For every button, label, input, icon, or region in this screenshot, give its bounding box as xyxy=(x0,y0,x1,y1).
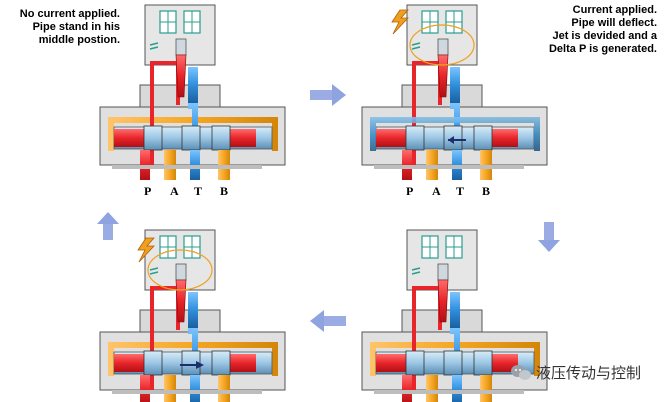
wechat-icon xyxy=(511,364,531,380)
caption-current-applied: Current applied. Pipe will deflect. Jet … xyxy=(548,4,657,55)
lightning-icon xyxy=(391,9,409,35)
port-label-b: B xyxy=(482,184,491,198)
watermark-text: 液压传动与控制 xyxy=(536,364,642,382)
valve-reverse xyxy=(98,228,287,402)
valve-deflected xyxy=(360,3,549,182)
flow-arrow-icon xyxy=(97,212,119,240)
flow-arrow-icon xyxy=(538,222,560,252)
port-label-t: T xyxy=(456,184,465,198)
flow-arrow-icon xyxy=(310,310,346,332)
port-label-t: T xyxy=(194,184,203,198)
port-label-a: A xyxy=(170,184,179,198)
port-label-p: P xyxy=(406,184,414,198)
lightning-icon xyxy=(137,237,155,263)
watermark: 液压传动与控制 xyxy=(510,362,641,383)
port-label-b: B xyxy=(220,184,229,198)
port-label-a: A xyxy=(432,184,441,198)
port-label-p: P xyxy=(144,184,152,198)
caption-no-current: No current applied. Pipe stand in his mi… xyxy=(19,8,120,46)
flow-arrow-icon xyxy=(310,84,346,106)
valve-neutral xyxy=(98,3,287,182)
